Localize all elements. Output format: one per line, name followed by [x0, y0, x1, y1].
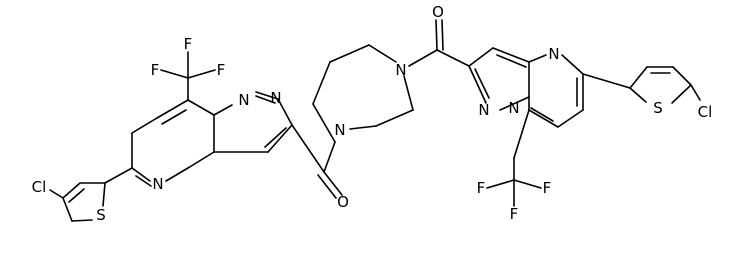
atom-F-left-1: F: [151, 61, 160, 79]
left-carbonyl: [291, 124, 343, 199]
atom-N-left-pyrazole: N: [270, 89, 281, 107]
atom-N-diazepane-2: N: [395, 61, 406, 79]
atom-F-right-2: F: [543, 179, 552, 197]
atom-S-right: S: [653, 99, 663, 117]
atom-N-left-pyrimidine: N: [152, 175, 163, 193]
left-chlorothiophene-ring: [49, 167, 133, 222]
atom-N-right-bridge: N: [508, 99, 519, 117]
right-chlorothiophene-ring: [582, 66, 701, 104]
atom-N-right-pyrazole: N: [478, 101, 489, 119]
right-pyrazole-ring: [468, 47, 530, 111]
diazepane-ring: N N: [312, 44, 414, 143]
atom-F-right-1: F: [477, 179, 486, 197]
atom-S-left: S: [96, 206, 106, 224]
right-cf3-group: [486, 109, 542, 207]
atom-F-left-3: F: [184, 35, 193, 53]
atom-N-left-bridge: N: [238, 91, 249, 109]
atom-Cl-right: Cl: [698, 103, 713, 121]
atom-N-right-pyrimidine: N: [548, 45, 559, 63]
left-pyrazole-ring: [213, 91, 293, 153]
left-atom-labels: F F F N N N O S Cl: [32, 35, 349, 224]
atom-Cl-left: Cl: [32, 178, 47, 196]
right-pyrimidine-ring: [528, 54, 584, 128]
left-fragment: F F F N N N O S Cl: [32, 35, 349, 224]
left-pyrimidine-ring: [131, 99, 233, 187]
atom-F-right-3: F: [510, 205, 519, 223]
right-atom-labels: O N N N F F F S Cl: [432, 3, 712, 223]
atom-F-left-2: F: [217, 61, 226, 79]
left-cf3-group: [160, 51, 216, 101]
atom-O-left: O: [337, 193, 349, 211]
right-fragment: O N N N F F F S Cl: [408, 3, 712, 223]
atom-N-diazepane-1: N: [334, 121, 345, 139]
atom-O-right: O: [432, 3, 444, 21]
right-carbonyl: [408, 19, 470, 67]
